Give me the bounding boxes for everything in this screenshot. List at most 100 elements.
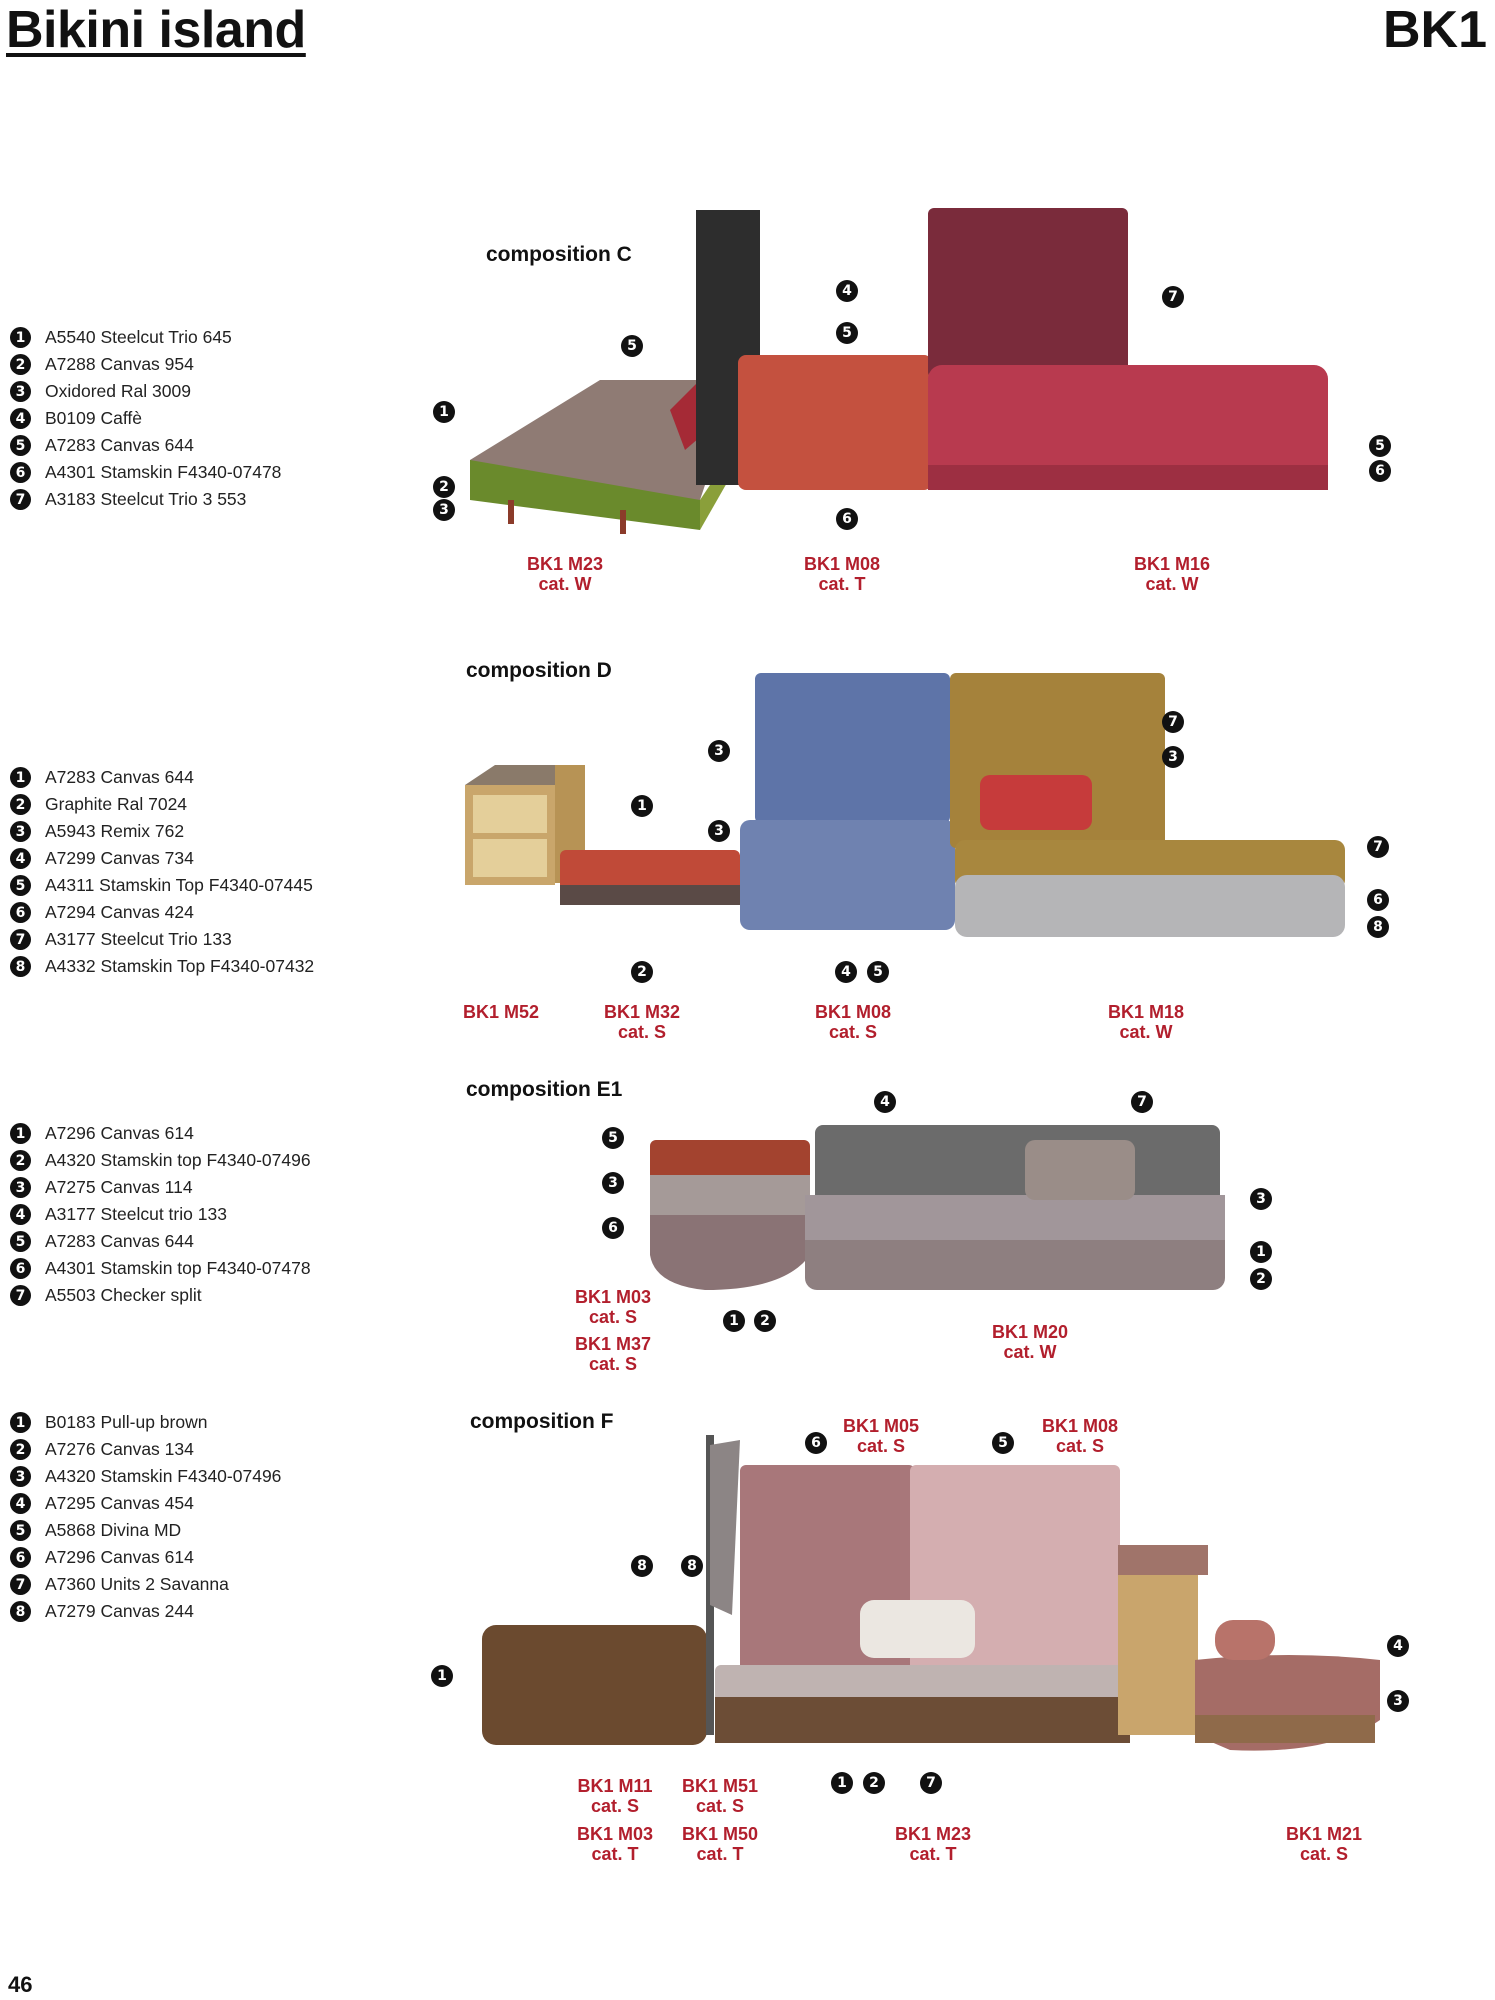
callout-1: 1 — [433, 401, 455, 423]
callout-3: 3 — [708, 740, 730, 762]
callout-2: 2 — [863, 1772, 885, 1794]
callout-2: 2 — [433, 476, 455, 498]
callout-6: 6 — [1369, 460, 1391, 482]
callout-2: 2 — [754, 1310, 776, 1332]
callout-7: 7 — [1162, 286, 1184, 308]
callout-2: 2 — [631, 961, 653, 983]
callout-3b: 3 — [708, 820, 730, 842]
callout-8b: 8 — [681, 1555, 703, 1577]
page-number: 46 — [8, 1972, 33, 1997]
callout-4: 4 — [1387, 1635, 1409, 1657]
callout-5: 5 — [602, 1127, 624, 1149]
callout-4: 4 — [835, 961, 857, 983]
composition-f-title: composition F — [470, 1410, 614, 1433]
callout-7b: 7 — [1367, 836, 1389, 858]
callout-3c: 3 — [1162, 746, 1184, 768]
callout-4: 4 — [874, 1091, 896, 1113]
callout-1: 1 — [723, 1310, 745, 1332]
callout-7: 7 — [1131, 1091, 1153, 1113]
page-title: Bikini island — [6, 1, 306, 59]
callout-4: 4 — [836, 280, 858, 302]
callout-3b: 3 — [1250, 1188, 1272, 1210]
callout-7: 7 — [1162, 711, 1184, 733]
callout-6: 6 — [1367, 889, 1389, 911]
callout-5b: 5 — [836, 322, 858, 344]
sofa-image-composition-e1 — [645, 1115, 1235, 1295]
callout-3: 3 — [433, 499, 455, 521]
sofa-image-composition-c — [420, 200, 1340, 540]
composition-e1-title: composition E1 — [466, 1078, 623, 1101]
callout-6b: 6 — [836, 508, 858, 530]
callout-7: 7 — [920, 1772, 942, 1794]
callout-1b: 1 — [831, 1772, 853, 1794]
callout-8: 8 — [631, 1555, 653, 1577]
product-code: BK1 — [1382, 1, 1487, 59]
composition-c-title: composition C — [486, 243, 632, 266]
callout-5: 5 — [621, 335, 643, 357]
callout-8: 8 — [1367, 916, 1389, 938]
callout-1: 1 — [631, 795, 653, 817]
callout-2b: 2 — [1250, 1268, 1272, 1290]
callout-3: 3 — [602, 1172, 624, 1194]
composition-d-title: composition D — [466, 659, 612, 682]
callout-6: 6 — [805, 1432, 827, 1454]
callout-5c: 5 — [1369, 435, 1391, 457]
callout-3: 3 — [1387, 1690, 1409, 1712]
callout-6: 6 — [602, 1217, 624, 1239]
model-label: BK1 M52 — [462, 1002, 540, 1022]
callout-1: 1 — [431, 1665, 453, 1687]
sofa-image-composition-f — [470, 1435, 1390, 1765]
callout-5: 5 — [992, 1432, 1014, 1454]
sofa-image-composition-d — [455, 665, 1355, 955]
